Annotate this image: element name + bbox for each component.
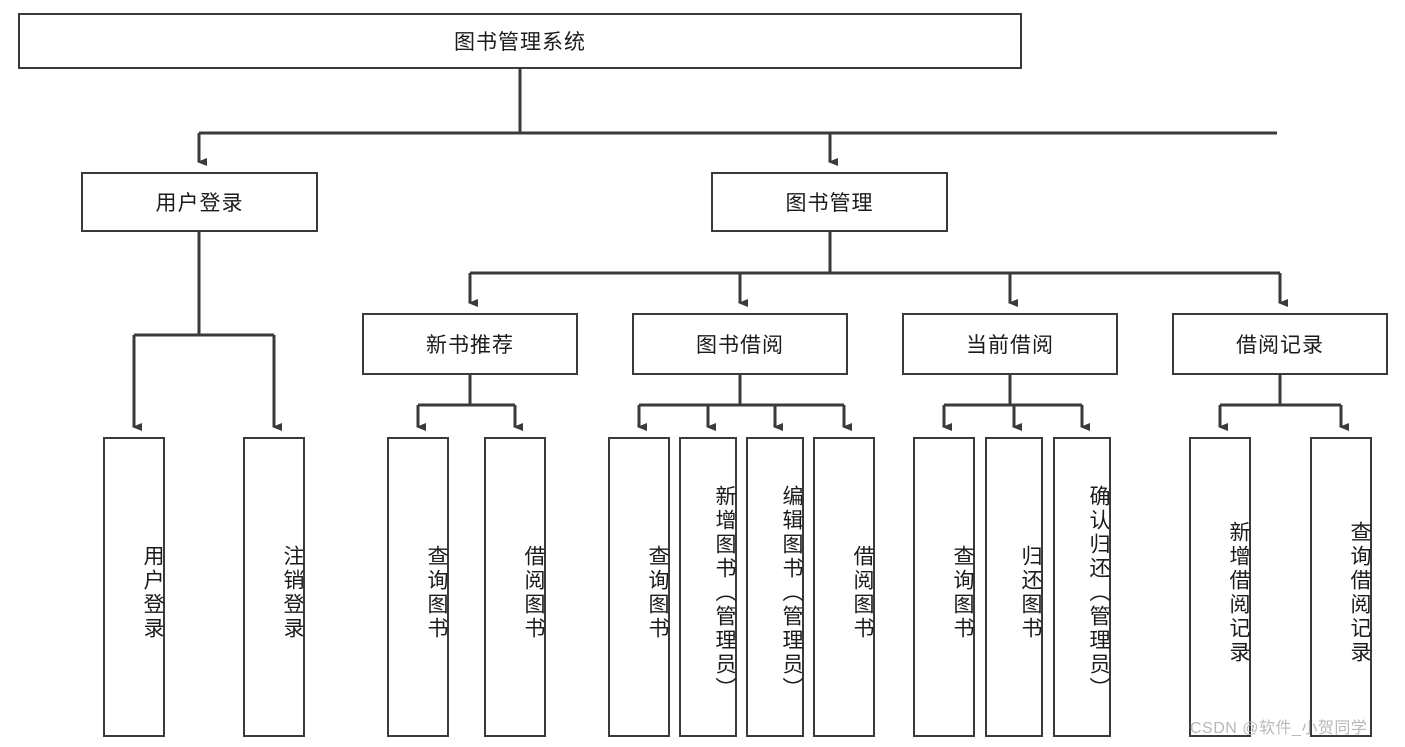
node-label: 新书推荐 (426, 334, 514, 357)
node-leaf-borrow-book[interactable]: 借阅图书 (813, 437, 875, 737)
node-level3-borrow-records[interactable]: 借阅记录 (1172, 313, 1388, 375)
node-root-label: 图书管理系统 (454, 31, 586, 54)
node-label: 图书借阅 (696, 334, 784, 357)
node-label: 新增图书（管理员） (713, 485, 736, 701)
node-label: 用户登录 (141, 545, 164, 641)
node-label: 归还图书 (1019, 545, 1042, 641)
node-leaf-confirm-return-admin[interactable]: 确认归还（管理员） (1053, 437, 1111, 737)
node-leaf-logout[interactable]: 注销登录 (243, 437, 305, 737)
node-leaf-query-book-current[interactable]: 查询图书 (913, 437, 975, 737)
node-label: 新增借阅记录 (1227, 521, 1250, 665)
node-level2-book-management[interactable]: 图书管理 (711, 172, 948, 232)
node-leaf-query-borrow-record[interactable]: 查询借阅记录 (1310, 437, 1372, 737)
node-level3-book-borrow[interactable]: 图书借阅 (632, 313, 848, 375)
node-label: 借阅图书 (522, 545, 545, 641)
node-leaf-borrow-book-recommend[interactable]: 借阅图书 (484, 437, 546, 737)
node-label: 图书管理 (785, 192, 874, 215)
node-level2-user-login[interactable]: 用户登录 (81, 172, 318, 232)
node-leaf-user-login[interactable]: 用户登录 (103, 437, 165, 737)
node-label: 借阅图书 (851, 545, 874, 641)
node-label: 当前借阅 (966, 334, 1054, 357)
node-label: 查询图书 (646, 545, 669, 641)
csdn-watermark: CSDN @软件_小贺同学 (1190, 720, 1368, 737)
node-label: 编辑图书（管理员） (780, 485, 803, 701)
node-leaf-add-book-admin[interactable]: 新增图书（管理员） (679, 437, 737, 737)
node-level3-new-book-recommend[interactable]: 新书推荐 (362, 313, 578, 375)
node-label: 用户登录 (155, 192, 244, 215)
node-level3-current-borrow[interactable]: 当前借阅 (902, 313, 1118, 375)
node-leaf-edit-book-admin[interactable]: 编辑图书（管理员） (746, 437, 804, 737)
node-label: 查询图书 (951, 545, 974, 641)
node-leaf-add-borrow-record[interactable]: 新增借阅记录 (1189, 437, 1251, 737)
node-label: 查询借阅记录 (1348, 521, 1371, 665)
node-leaf-query-book-borrow[interactable]: 查询图书 (608, 437, 670, 737)
node-label: 确认归还（管理员） (1087, 485, 1110, 701)
node-label: 注销登录 (281, 545, 304, 641)
node-label: 借阅记录 (1236, 334, 1324, 357)
node-leaf-query-book-recommend[interactable]: 查询图书 (387, 437, 449, 737)
node-label: 查询图书 (425, 545, 448, 641)
node-root[interactable]: 图书管理系统 (18, 13, 1022, 69)
node-leaf-return-book[interactable]: 归还图书 (985, 437, 1043, 737)
